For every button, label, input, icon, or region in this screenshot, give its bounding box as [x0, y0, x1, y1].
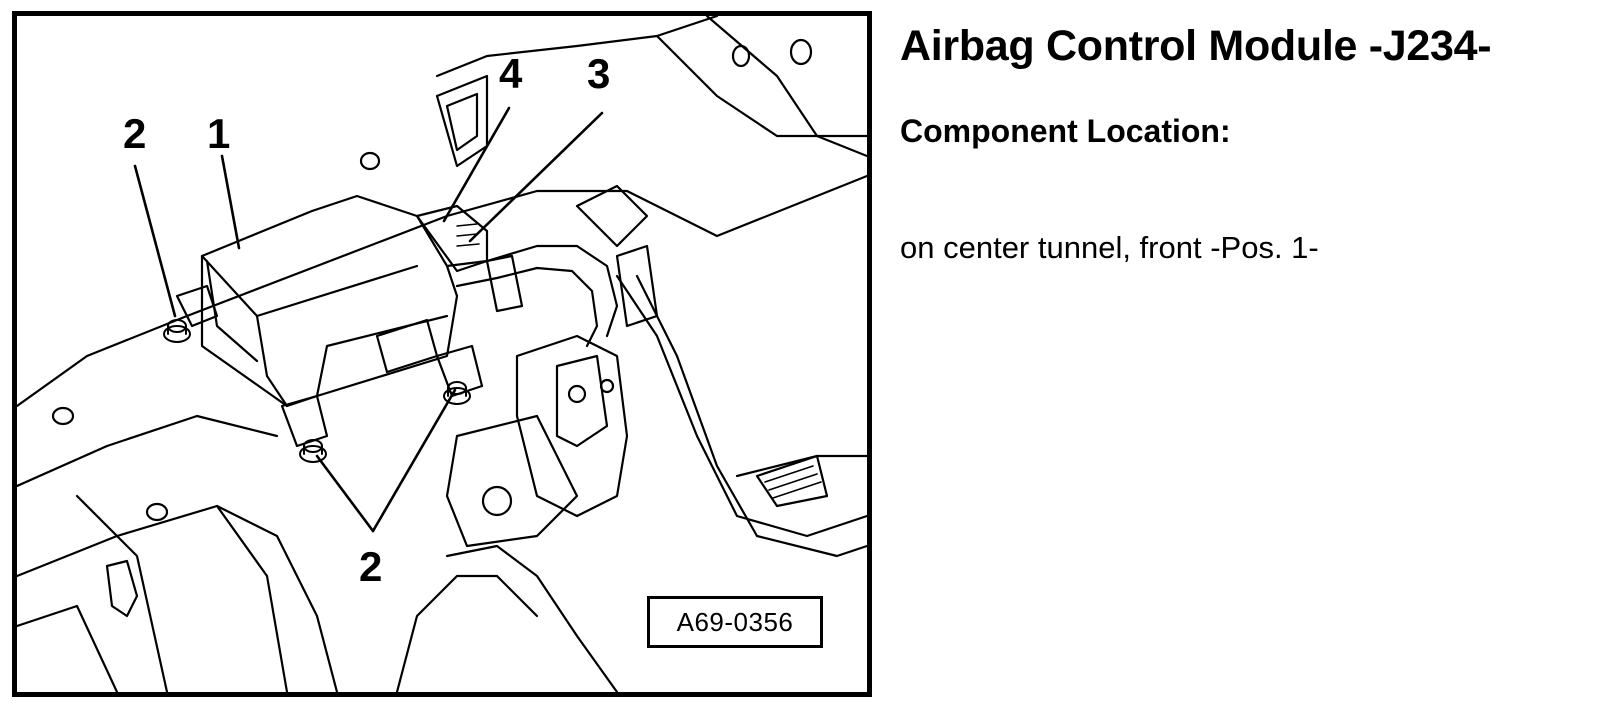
leader-2-front-a [315, 454, 375, 533]
callout-2-rear: 2 [123, 110, 146, 157]
center-tunnel-outline [17, 174, 867, 408]
mounting-bolt-front-right [443, 381, 471, 405]
leader-2-front-b [371, 388, 457, 533]
figure-reference-code: A69-0356 [647, 596, 823, 648]
component-illustration: 1 2 2 3 4 A69-0356 [12, 11, 872, 697]
mounting-bolt-rear [163, 319, 191, 343]
callout-3: 3 [587, 50, 610, 97]
location-description: on center tunnel, front -Pos. 1- [900, 230, 1319, 265]
leader-2-rear [133, 164, 177, 318]
leader-1 [220, 154, 241, 250]
console-housing [435, 16, 719, 78]
page-title: Airbag Control Module -J234- [900, 22, 1492, 70]
airbag-module-drawing: 1 2 2 3 4 [17, 16, 867, 692]
mounting-bracket [515, 334, 629, 518]
callout-1: 1 [207, 110, 230, 157]
section-heading: Component Location: [900, 113, 1231, 149]
leader-4 [442, 106, 511, 223]
callout-4: 4 [499, 50, 523, 97]
callout-2-front: 2 [359, 543, 382, 590]
control-module-body [200, 194, 459, 408]
mounting-bolt-front-left [299, 439, 327, 463]
leader-3 [468, 111, 604, 243]
